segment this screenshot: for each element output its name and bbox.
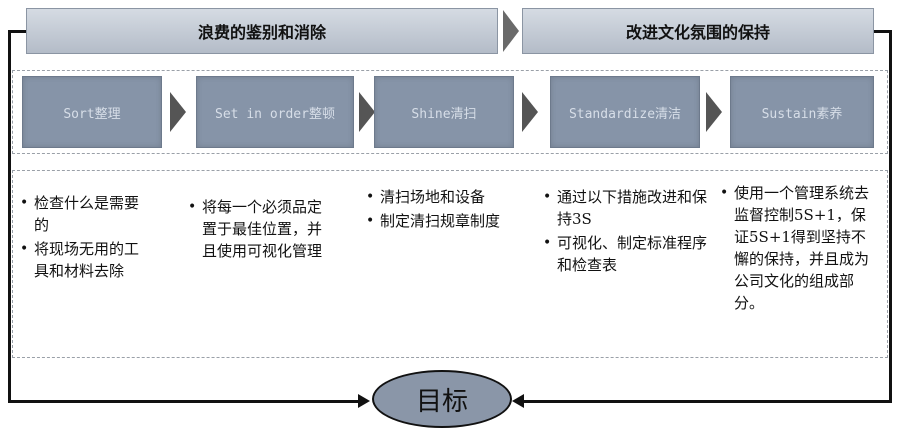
- list-item: 使用一个管理系统去监督控制5S+1，保证5S+1得到坚持不懈的保持，并且成为公司…: [720, 182, 878, 314]
- stage-sustain: Sustain素养: [730, 76, 874, 148]
- arrowhead-to-goal: [358, 394, 370, 408]
- loop-line-top-right: [874, 30, 892, 33]
- description-sort: 检查什么是需要的 将现场无用的工具和材料去除: [20, 192, 150, 284]
- list-item: 将每一个必须品定置于最佳位置，并且使用可视化管理: [188, 196, 336, 262]
- description-standardize: 通过以下措施改进和保持3S 可视化、制定标准程序和检查表: [543, 186, 709, 278]
- stage-arrow-1: [170, 92, 186, 132]
- list-item: 检查什么是需要的: [20, 192, 150, 236]
- stage-shine: Shine清扫: [374, 76, 514, 148]
- description-sustain: 使用一个管理系统去监督控制5S+1，保证5S+1得到坚持不懈的保持，并且成为公司…: [720, 182, 878, 316]
- header-culture-sustain: 改进文化氛围的保持: [522, 8, 874, 54]
- arrowhead-from-right: [512, 394, 524, 408]
- stage-arrow-4: [706, 92, 722, 132]
- stage-arrow-2: [359, 92, 375, 132]
- stage-region-outline: [12, 70, 888, 154]
- stage-set-in-order: Set in order整顿: [196, 76, 354, 148]
- loop-line-bottom-right: [524, 400, 892, 403]
- loop-line-top-left: [8, 30, 28, 33]
- description-region-outline: [12, 170, 888, 358]
- list-item: 通过以下措施改进和保持3S: [543, 186, 709, 230]
- loop-line-bottom-left: [8, 400, 363, 403]
- loop-line-right-vertical: [889, 30, 892, 402]
- header-waste-elimination: 浪费的鉴别和消除: [26, 8, 498, 54]
- stage-sort: Sort整理: [22, 76, 162, 148]
- goal-ellipse: 目标: [372, 370, 512, 428]
- list-item: 制定清扫规章制度: [366, 210, 502, 232]
- stage-standardize: Standardize清洁: [550, 76, 700, 148]
- loop-line-left-vertical: [8, 30, 11, 402]
- description-set-in-order: 将每一个必须品定置于最佳位置，并且使用可视化管理: [188, 196, 336, 264]
- list-item: 清扫场地和设备: [366, 186, 502, 208]
- list-item: 可视化、制定标准程序和检查表: [543, 232, 709, 276]
- stage-arrow-3: [522, 92, 538, 132]
- description-shine: 清扫场地和设备 制定清扫规章制度: [366, 186, 502, 234]
- header-arrow: [503, 10, 519, 52]
- list-item: 将现场无用的工具和材料去除: [20, 238, 150, 282]
